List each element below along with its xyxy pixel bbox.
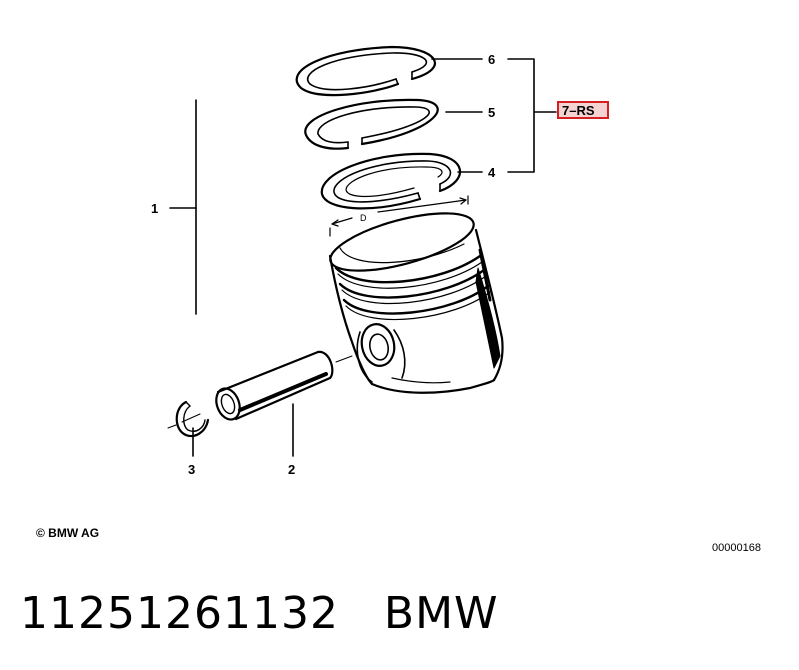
highlight-box <box>557 101 609 119</box>
piston-ring-6 <box>295 45 436 97</box>
bracket-7 <box>507 58 557 173</box>
drawing-number: 00000168 <box>712 542 761 554</box>
part-number: 11251261132 <box>20 588 339 639</box>
callout-3: 3 <box>188 462 195 477</box>
copyright-notice: © BMW AG <box>36 526 100 540</box>
callout-1: 1 <box>151 201 158 216</box>
pin-axis-line <box>167 355 353 429</box>
callout-7-rs: 7–RS <box>562 103 595 118</box>
brand-name: BMW <box>383 588 499 639</box>
dimension-label: D <box>360 213 367 223</box>
callout-4: 4 <box>488 165 496 180</box>
callout-6: 6 <box>488 52 495 67</box>
circlip <box>175 400 210 438</box>
piston-ring-4 <box>320 152 461 210</box>
piston-pin <box>215 350 334 421</box>
callout-5: 5 <box>488 105 495 120</box>
callout-2: 2 <box>288 462 295 477</box>
part-caption: 11251261132 BMW <box>20 588 499 639</box>
piston-ring-5 <box>304 98 439 150</box>
piston <box>328 195 504 394</box>
